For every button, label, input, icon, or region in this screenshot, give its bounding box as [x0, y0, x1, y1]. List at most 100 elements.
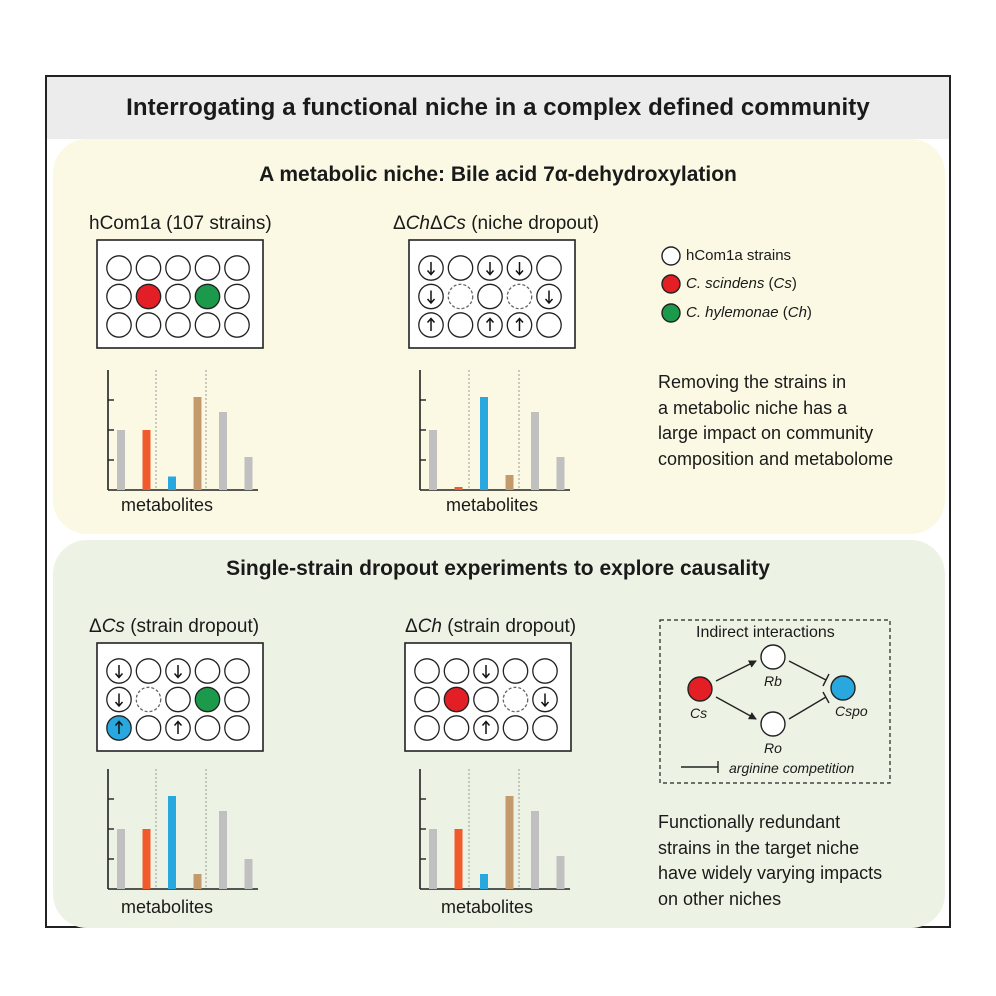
bar-gray — [244, 457, 253, 490]
well-w — [135, 658, 162, 684]
well-w — [165, 255, 191, 281]
bar-gray — [219, 412, 227, 490]
plate-dCs — [96, 642, 264, 752]
inhibit-rb-bar — [822, 673, 830, 687]
arrow-head — [515, 270, 524, 276]
well-green — [194, 686, 221, 713]
well-w — [194, 312, 221, 338]
well-w — [443, 658, 470, 684]
main-title: Interrogating a functional niche in a co… — [126, 94, 870, 121]
well-w — [224, 312, 250, 338]
bar-gray — [531, 811, 539, 889]
plate-group — [96, 239, 576, 752]
arrow-head — [114, 673, 124, 679]
well-w — [106, 283, 132, 310]
inhibit-ro-to-cspo — [788, 696, 827, 720]
bar-tan — [505, 796, 514, 889]
bar-gray — [117, 430, 125, 490]
well-w — [135, 312, 162, 338]
arrow-head — [426, 317, 436, 323]
well-empty — [502, 686, 529, 713]
node-rb — [760, 644, 786, 670]
bar-blue — [480, 397, 488, 490]
arrow-head — [173, 720, 183, 726]
arrow-head — [426, 298, 436, 305]
well-w — [502, 658, 529, 684]
well-w — [414, 686, 440, 713]
well-w — [443, 715, 470, 741]
well-w — [194, 255, 221, 281]
arrow-cs-to-rb — [715, 660, 757, 682]
bar-gray — [531, 412, 539, 490]
arrow-cs-to-ro — [715, 696, 757, 720]
well-w — [194, 715, 221, 741]
bar-chart-3 — [107, 769, 258, 890]
well-w — [194, 658, 221, 684]
bar-chart-4 — [419, 769, 570, 890]
legend-c-hylemonae: C. hylemonae (Ch) — [686, 304, 812, 321]
panel-label-dch: ΔCh (strain dropout) — [405, 616, 577, 637]
bar-blue — [480, 874, 488, 889]
bar-tan — [193, 874, 202, 889]
legend-hcom1a-strains: hCom1a strains — [686, 247, 792, 264]
arrow-head — [481, 720, 491, 726]
well-w — [224, 283, 250, 310]
panel-label-hcom1a: hCom1a (107 strains) — [89, 213, 272, 234]
inhibit-ro-bar — [822, 691, 830, 704]
bar-gray — [117, 829, 125, 889]
xlabel-dchdcs: metabolites — [446, 495, 539, 515]
legend-green-circle — [661, 303, 681, 323]
well-green — [194, 283, 221, 310]
bar-gray — [429, 829, 437, 889]
legend-c-scindens: C. scindens (Cs) — [686, 275, 797, 292]
well-red — [135, 283, 162, 310]
arrow-head — [114, 720, 124, 726]
bar-orange — [454, 829, 463, 889]
well-red — [443, 686, 470, 713]
well-w — [165, 686, 191, 713]
well-w — [447, 255, 474, 281]
bar-orange — [454, 487, 463, 490]
arrow-head — [426, 270, 436, 276]
well-w — [502, 715, 529, 741]
node-ro — [760, 711, 786, 737]
node-cs — [687, 676, 713, 702]
well-w — [447, 312, 474, 338]
bar-orange — [142, 430, 151, 490]
description-section1: Removing the strains in a metabolic nich… — [658, 372, 894, 469]
plate-hCom1a — [96, 239, 264, 349]
well-w — [106, 312, 132, 338]
well-empty — [506, 283, 533, 310]
bar-blue — [168, 476, 176, 490]
bar-blue — [168, 796, 176, 889]
well-w — [532, 658, 558, 684]
bar-tan — [505, 475, 514, 490]
arrow-head — [540, 701, 550, 708]
well-w — [532, 715, 558, 741]
section2-title: Single-strain dropout experiments to exp… — [226, 557, 770, 580]
panel-label-dchdcs: ΔChΔCs (niche dropout) — [393, 213, 600, 234]
well-w — [135, 715, 162, 741]
well-w — [536, 255, 562, 281]
well-w — [473, 686, 499, 713]
node-label-cs: Cs — [690, 705, 708, 721]
xlabel-dcs: metabolites — [121, 897, 214, 917]
node-label-cspo: Cspo — [835, 703, 868, 719]
well-w — [106, 255, 132, 281]
arrow-head — [544, 298, 554, 305]
interactions-box — [659, 619, 891, 784]
arrow-head — [114, 701, 124, 708]
bar-gray — [429, 430, 437, 490]
legend-white-circle — [661, 246, 681, 266]
plate-dCh — [404, 642, 572, 752]
well-w — [224, 715, 250, 741]
interaction-legend-label: arginine competition — [729, 760, 855, 776]
well-w — [224, 686, 250, 713]
bar-gray — [556, 856, 565, 889]
interactions-title: Indirect interactions — [696, 624, 835, 641]
well-w — [165, 312, 191, 338]
arrow-head — [481, 673, 491, 679]
inhibit-rb-to-cspo — [788, 660, 827, 681]
header-bar: Interrogating a functional niche in a co… — [47, 77, 949, 139]
